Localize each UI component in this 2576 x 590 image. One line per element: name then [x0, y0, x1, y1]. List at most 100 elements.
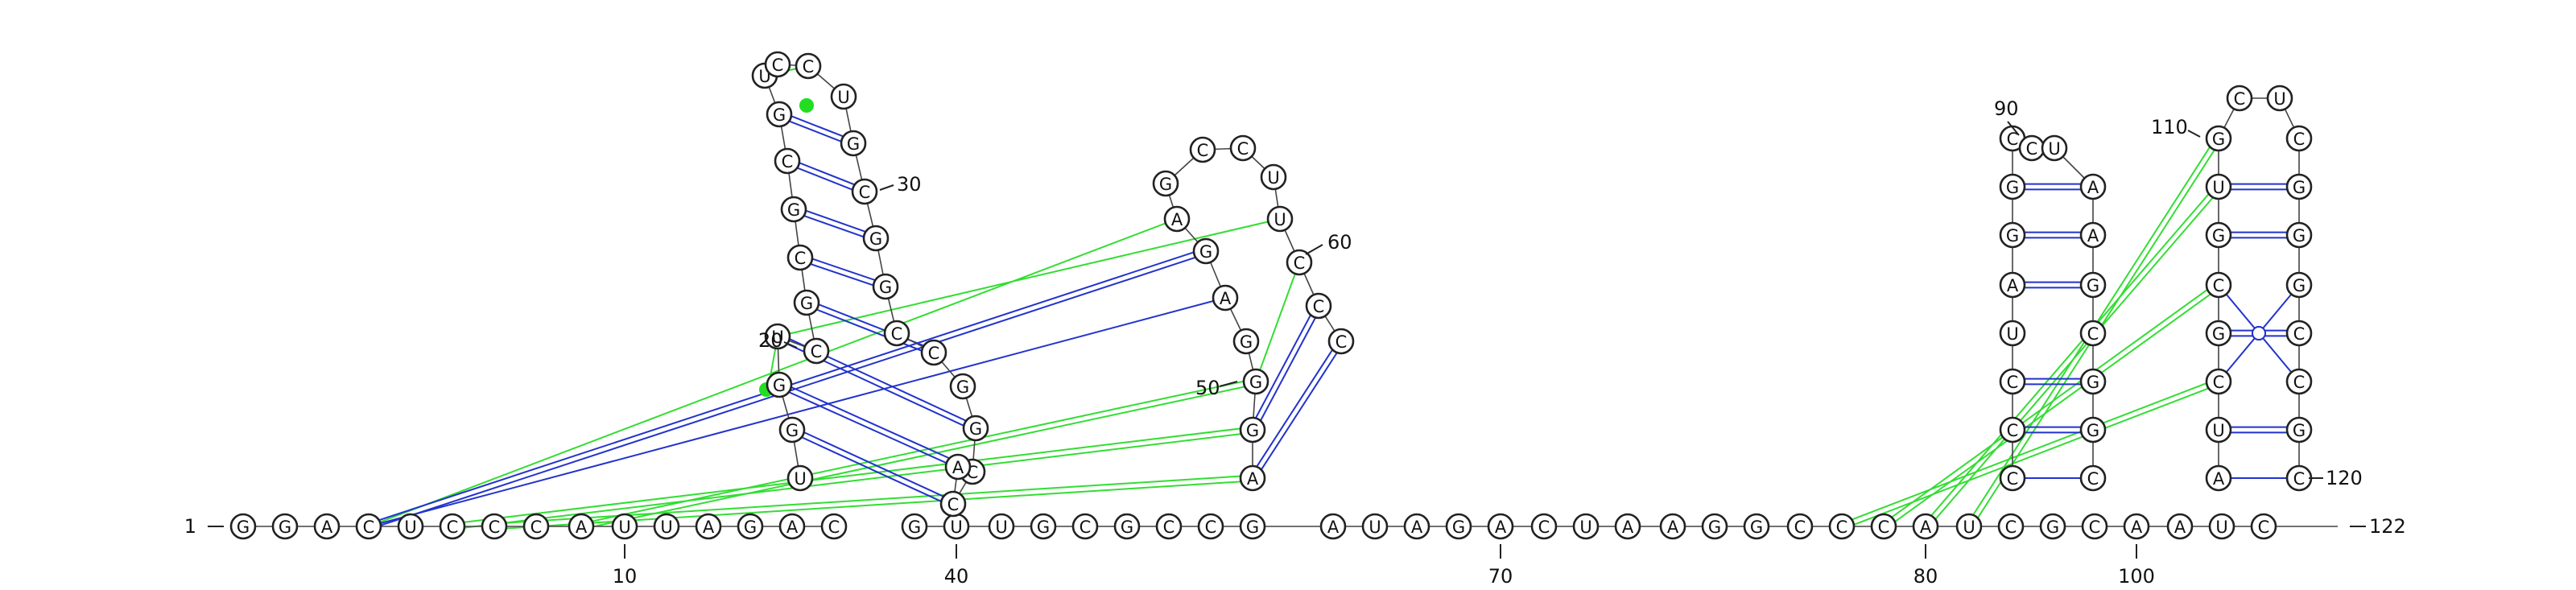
svg-text:G: G — [744, 518, 757, 537]
nucleotide: C — [786, 244, 814, 271]
svg-text:C: C — [530, 518, 543, 537]
svg-text:G: G — [2293, 421, 2306, 440]
nucleotide: A — [1239, 464, 1266, 492]
nucleotide: A — [2205, 464, 2232, 492]
pk-link — [368, 297, 1226, 527]
svg-text:U: U — [404, 518, 416, 537]
svg-text:U: U — [1368, 518, 1381, 537]
svg-text:G: G — [773, 105, 786, 125]
nucleotide: A — [2166, 513, 2194, 540]
pk-link — [1881, 282, 2218, 526]
nucleotide: G — [229, 513, 257, 540]
svg-text:G: G — [1750, 518, 1763, 537]
svg-text:C: C — [1294, 254, 1306, 273]
base-pair — [1254, 307, 1322, 432]
nucleotide: A — [1319, 513, 1347, 540]
nucleotide: G — [1242, 368, 1269, 395]
svg-text:C: C — [891, 324, 903, 344]
nucleotide: G — [862, 225, 890, 252]
svg-text:A: A — [576, 518, 588, 537]
svg-text:A: A — [1920, 518, 1932, 537]
nucleotide: C — [2285, 368, 2313, 395]
svg-text:U: U — [2048, 139, 2060, 159]
svg-text:G: G — [2212, 226, 2225, 245]
nucleotide: A — [944, 453, 972, 481]
svg-text:C: C — [2007, 373, 2019, 392]
svg-text:C: C — [363, 518, 375, 537]
label-60: 60 — [1327, 231, 1352, 254]
axis-tick-label: 70 — [1488, 565, 1513, 588]
svg-text:C: C — [2293, 130, 2306, 149]
svg-text:C: C — [2007, 469, 2019, 489]
nucleotide: U — [764, 323, 791, 350]
svg-text:C: C — [1197, 141, 1209, 160]
svg-text:G: G — [2212, 130, 2225, 149]
label-60-tick — [1305, 244, 1323, 255]
nucleotide: G — [1445, 513, 1472, 540]
nucleotide: C — [2079, 464, 2107, 492]
svg-text:C: C — [1205, 518, 1217, 537]
nucleotide: A — [2079, 173, 2107, 200]
nucleotide: A — [1614, 513, 1641, 540]
svg-text:C: C — [782, 152, 794, 171]
nucleotide: G — [737, 513, 764, 540]
svg-text:A: A — [1247, 469, 1259, 489]
nucleotide: C — [1997, 513, 2025, 540]
pk-link — [580, 378, 1256, 525]
nucleotide: C — [795, 52, 822, 80]
nucleotide: C — [2250, 513, 2277, 540]
label-90-tick — [2007, 121, 2020, 136]
pk-link — [1255, 262, 1300, 382]
nucleotide: U — [2041, 134, 2068, 162]
nucleotide: U — [1260, 163, 1287, 191]
svg-text:U: U — [2215, 518, 2227, 537]
pk-link — [1842, 383, 2220, 530]
green-dot — [799, 98, 814, 113]
svg-text:U: U — [2273, 89, 2285, 109]
svg-text:G: G — [787, 200, 800, 220]
svg-text:A: A — [1667, 518, 1679, 537]
nucleotide: G — [2205, 221, 2232, 249]
nucleotide: C — [2285, 320, 2313, 347]
pk-link — [368, 218, 1178, 527]
svg-text:A: A — [1622, 518, 1634, 537]
svg-text:A: A — [1327, 518, 1340, 537]
nucleotide: C — [2285, 464, 2313, 492]
svg-text:C: C — [447, 518, 459, 537]
nucleotide: G — [778, 416, 806, 444]
axis-tick-label: 40 — [944, 565, 969, 588]
svg-text:G: G — [1249, 373, 1262, 392]
nucleotide: U — [943, 513, 970, 540]
label-110-tick — [2187, 130, 2201, 138]
nucleotide: G — [1999, 221, 2026, 249]
nucleotide: G — [1192, 237, 1220, 265]
label-120: 120 — [2326, 467, 2363, 489]
nucleotide: C — [1071, 513, 1099, 540]
label-90: 90 — [1994, 97, 2019, 120]
svg-text:A: A — [2131, 518, 2143, 537]
base-pair — [792, 211, 876, 242]
nucleotide: G — [949, 373, 976, 400]
nucleotide: U — [2205, 416, 2232, 444]
pk-link — [493, 474, 1253, 525]
nucleotide: A — [1487, 513, 1514, 540]
svg-text:C: C — [1237, 139, 1249, 159]
nucleotide: G — [962, 415, 989, 442]
wobble-marker — [2252, 326, 2266, 340]
svg-text:G: G — [1708, 518, 1721, 537]
nucleotide: G — [2079, 368, 2107, 395]
svg-text:C: C — [1794, 518, 1806, 537]
pk-link — [1922, 184, 2218, 526]
svg-text:C: C — [795, 249, 807, 268]
svg-text:G: G — [1121, 518, 1133, 537]
svg-text:C: C — [1878, 518, 1890, 537]
svg-text:G: G — [1199, 242, 1212, 262]
svg-text:C: C — [947, 495, 960, 514]
svg-text:U: U — [2212, 178, 2224, 197]
svg-text:C: C — [1313, 297, 1325, 316]
nucleotide: C — [2079, 320, 2107, 347]
svg-text:G: G — [2006, 178, 2019, 197]
nucleotide: G — [2079, 271, 2107, 299]
nucleotide: A — [1999, 271, 2026, 299]
